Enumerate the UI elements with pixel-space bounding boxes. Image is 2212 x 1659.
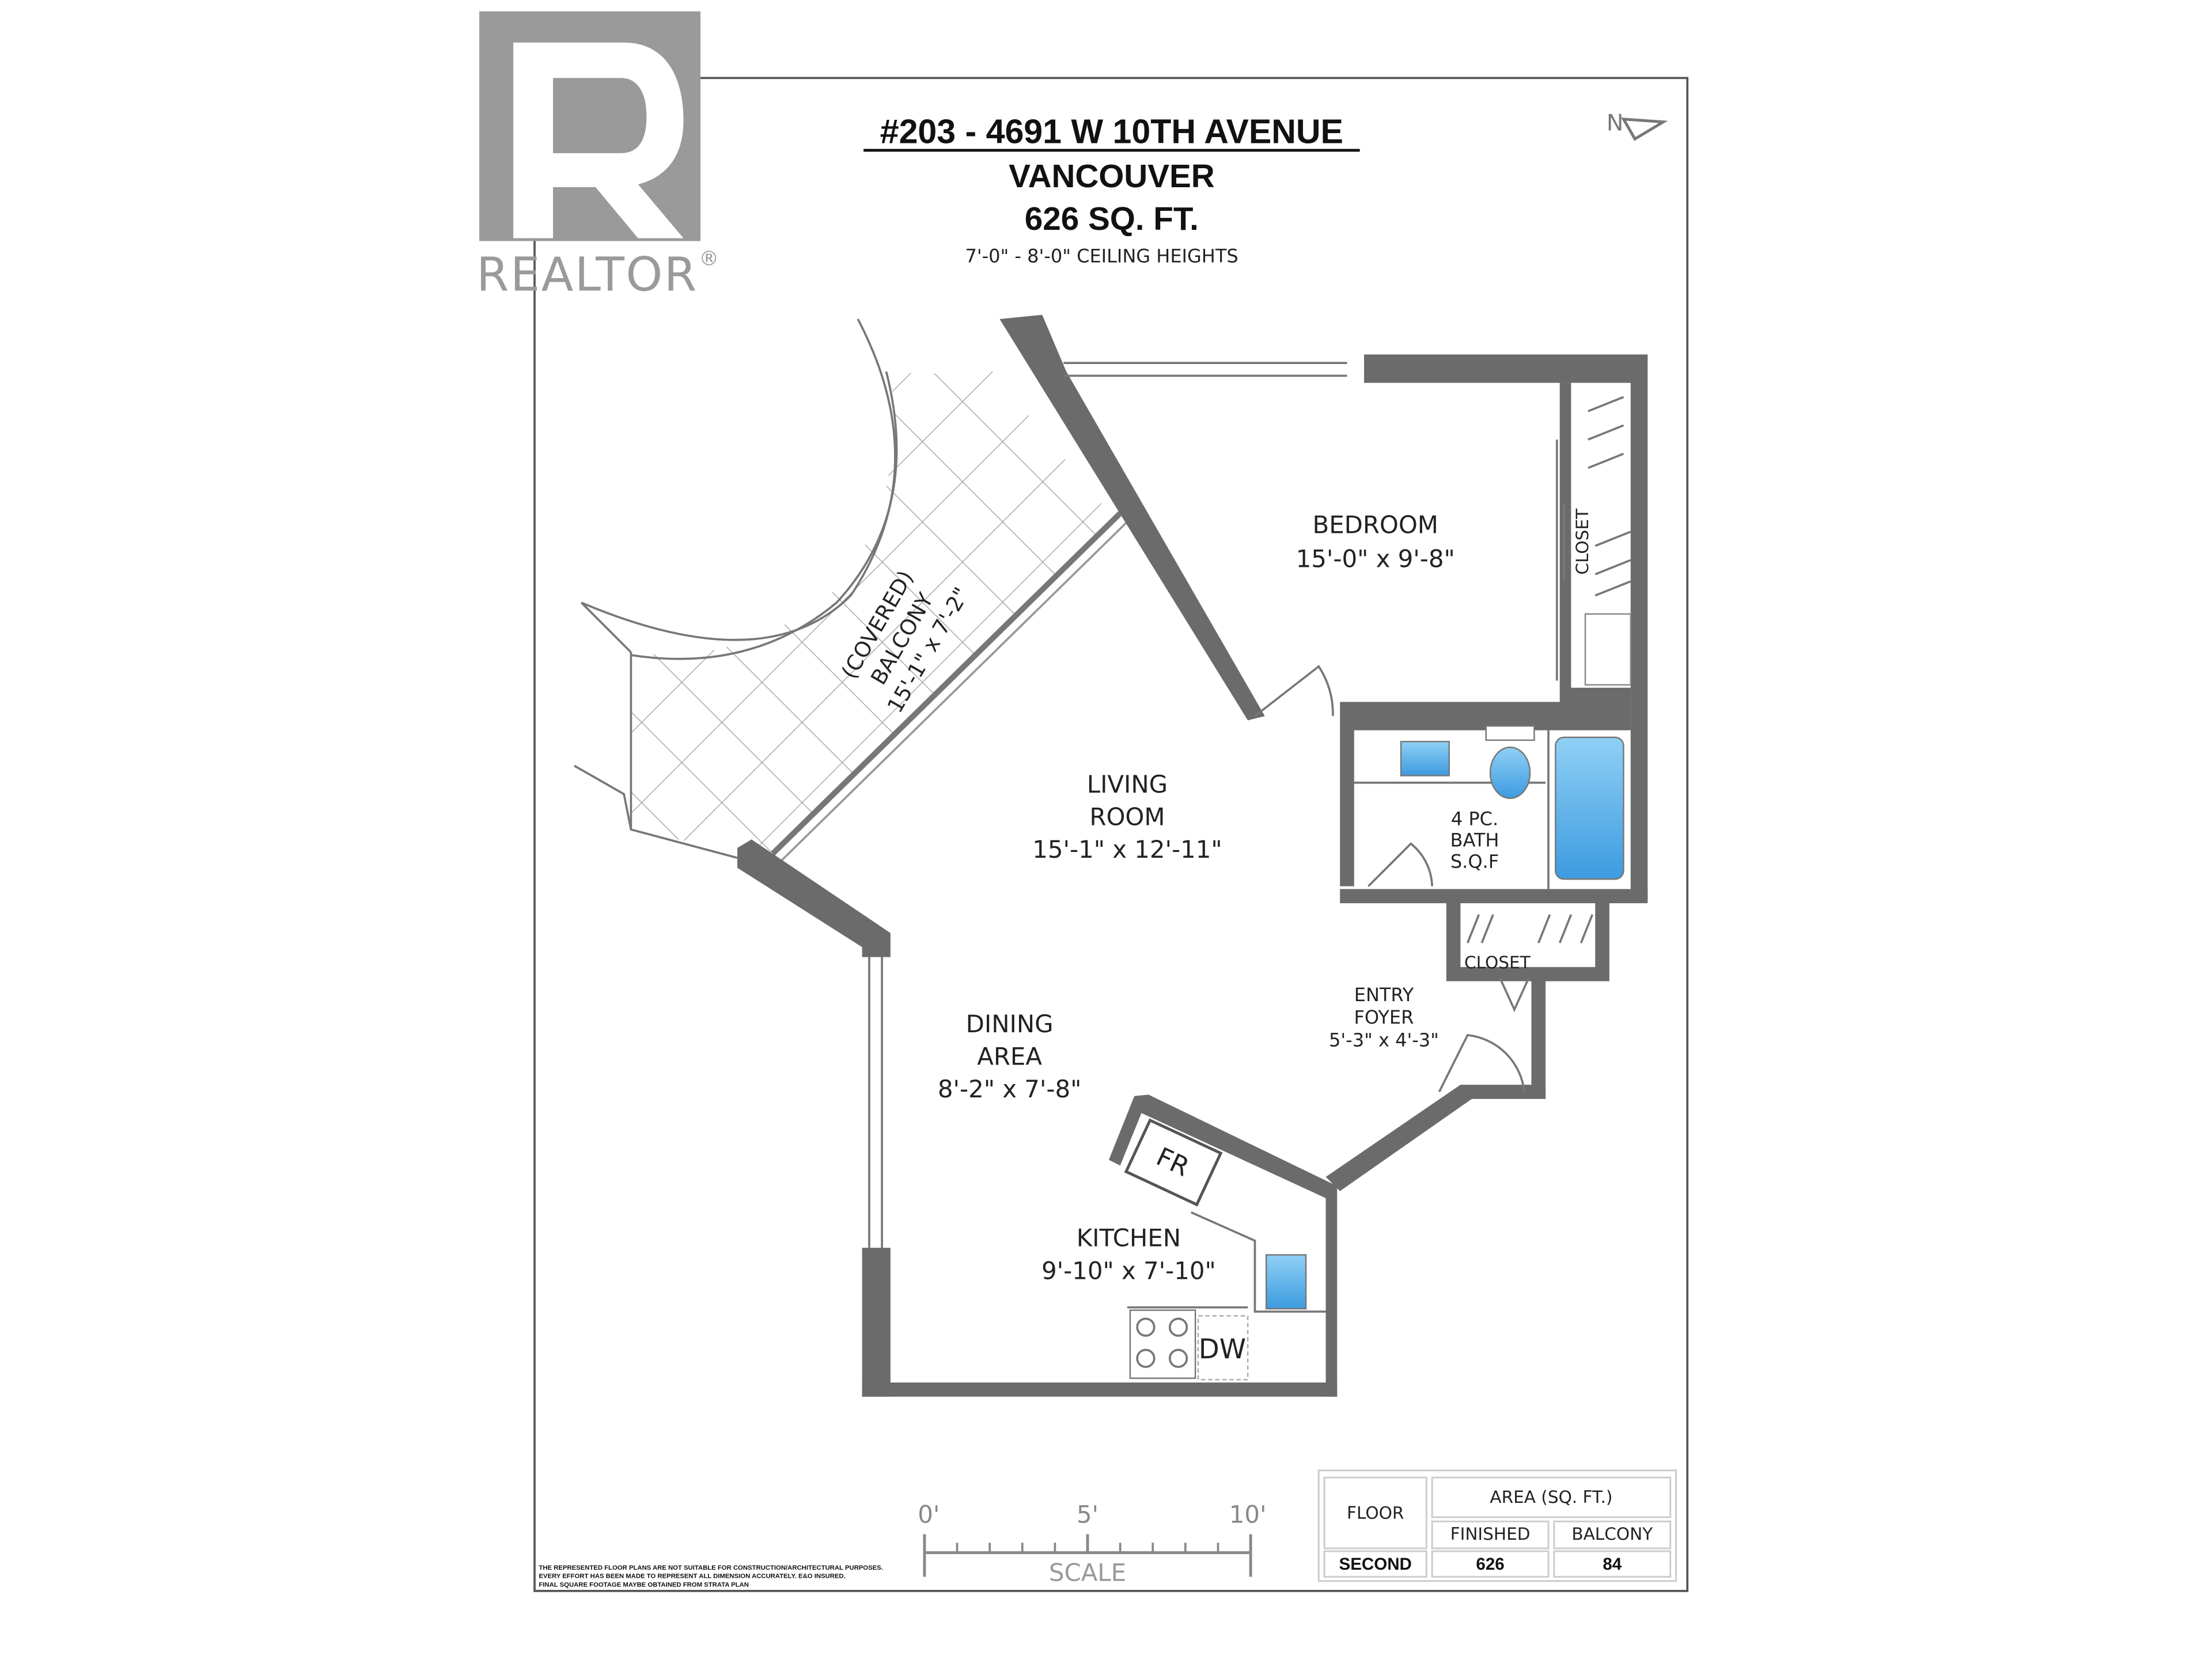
bedroom-closet-label: CLOSET [1573, 508, 1592, 575]
dining-label-1: DINING [966, 1010, 1054, 1038]
entry-label-2: FOYER [1354, 1006, 1414, 1028]
svg-text:0': 0' [918, 1501, 940, 1529]
city-title: VANCOUVER [1009, 158, 1215, 194]
fridge-icon [1124, 1118, 1223, 1207]
entry-closet-rods [1466, 914, 1594, 944]
row-finished: 626 [1476, 1555, 1504, 1574]
ceiling-heights: 7'-0" - 8'-0" CEILING HEIGHTS [965, 245, 1238, 267]
bath-label-1: 4 PC. [1451, 808, 1498, 830]
row-balcony: 84 [1603, 1555, 1622, 1574]
svg-text:FINAL SQUARE FOOTAGE MAYBE OBT: FINAL SQUARE FOOTAGE MAYBE OBTAINED FROM… [539, 1581, 749, 1588]
bedroom-closet: CLOSET [1555, 396, 1632, 686]
toilet-tank-icon [1485, 725, 1535, 741]
area-title: 626 SQ. FT. [1025, 200, 1199, 237]
dining-dims: 8'-2" x 7'-8" [938, 1075, 1081, 1103]
area-table: FLOOR AREA (SQ. FT.) FINISHED BALCONY SE… [1317, 1469, 1677, 1582]
svg-text:EVERY EFFORT HAS BEEN MADE TO: EVERY EFFORT HAS BEEN MADE TO REPRESENT … [539, 1573, 845, 1580]
page-frame [533, 77, 1689, 1592]
dining-label-2: AREA [977, 1043, 1042, 1071]
svg-text:SCALE: SCALE [1049, 1559, 1126, 1587]
scale-bar: 0' 5' 10' SCALE [918, 1501, 1266, 1587]
balcony-header: BALCONY [1571, 1524, 1653, 1544]
walls [737, 315, 1648, 1397]
bathroom-fixtures [1354, 725, 1624, 889]
living-label-1: LIVING [1087, 770, 1168, 798]
bathtub-icon [1555, 736, 1624, 880]
realtor-logo: REALTOR ® [476, 11, 719, 302]
floor-header: FLOOR [1347, 1503, 1404, 1522]
entry-dims: 5'-3" x 4'-3" [1329, 1029, 1439, 1051]
row-floor: SECOND [1339, 1555, 1412, 1574]
north-arrow-icon: N [1607, 109, 1668, 141]
svg-text:N: N [1607, 109, 1623, 136]
kitchen-sink-icon [1265, 1254, 1307, 1310]
balcony: (COVERED) BALCONY 15'-1" x 7'-2" [574, 318, 1128, 863]
svg-text:10': 10' [1229, 1501, 1267, 1529]
kitchen-dims: 9'-10" x 7'-10" [1041, 1256, 1216, 1285]
doors [1254, 665, 1530, 1093]
toilet-icon [1489, 747, 1531, 800]
bath-label-2: BATH [1450, 830, 1499, 851]
address-title: #203 - 4691 W 10TH AVENUE [880, 113, 1343, 151]
dishwasher-label: DW [1199, 1334, 1246, 1365]
svg-text:5': 5' [1077, 1501, 1099, 1529]
bedroom-dims: 15'-0" x 9'-8" [1296, 545, 1455, 573]
area-header: AREA (SQ. FT.) [1490, 1487, 1612, 1507]
dishwasher-icon [1197, 1315, 1249, 1381]
entry-label-1: ENTRY [1354, 984, 1414, 1006]
living-dims: 15'-1" x 12'-11" [1032, 835, 1222, 863]
logo-mark: ® [699, 247, 719, 270]
bath-label-3: S.Q.F [1450, 850, 1499, 872]
logo-text: REALTOR [476, 248, 698, 302]
bedroom-label: BEDROOM [1313, 511, 1438, 539]
entry-closet-label: CLOSET [1464, 953, 1531, 972]
living-label-2: ROOM [1089, 803, 1165, 831]
disclaimer: THE REPRESENTED FLOOR PLANS ARE NOT SUIT… [539, 1565, 883, 1589]
sink-icon [1400, 741, 1450, 777]
kitchen-label: KITCHEN [1077, 1224, 1181, 1252]
finished-header: FINISHED [1450, 1524, 1531, 1544]
kitchen-fixtures: FR DW [1124, 1118, 1326, 1381]
svg-text:THE REPRESENTED FLOOR PLANS AR: THE REPRESENTED FLOOR PLANS ARE NOT SUIT… [539, 1565, 883, 1571]
